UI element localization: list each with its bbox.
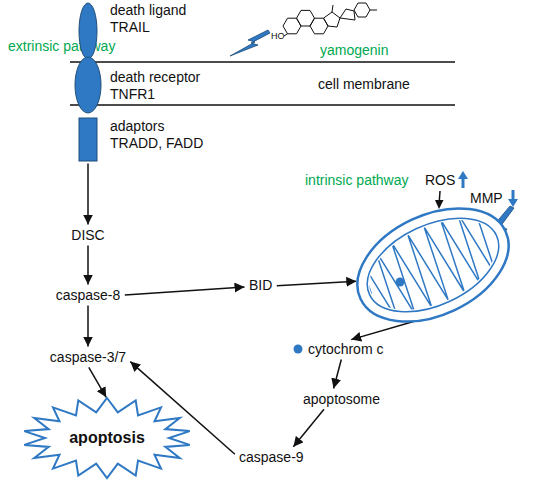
- node-text: apoptosis: [69, 429, 145, 447]
- death-receptor-shape: [75, 57, 101, 113]
- node-text: caspase-9: [239, 449, 304, 465]
- node-text: death ligand TRAIL: [110, 2, 194, 36]
- node-text: DISC: [71, 227, 104, 243]
- node-text: caspase-3/7: [50, 349, 126, 365]
- node-text: BID: [249, 277, 272, 293]
- process-label: cytochrom c: [305, 340, 386, 358]
- apoptosis-burst: apoptosis: [22, 397, 192, 479]
- node-text: cytochrom c: [308, 341, 383, 357]
- node-text: caspase-8: [56, 287, 121, 303]
- compound-name: yamogenin: [320, 42, 389, 58]
- membrane-line: [70, 61, 455, 63]
- process-label: caspase-3/7: [47, 348, 129, 366]
- process-label: DISC: [68, 226, 107, 244]
- death-receptor-shape: [74, 56, 102, 114]
- node-text: adaptors TRADD, FADD: [110, 118, 210, 152]
- mitochondrion-shape: [345, 195, 520, 330]
- flow-arrow: [351, 322, 413, 340]
- process-label: caspase-8: [53, 286, 124, 304]
- mmp-label: MMP: [470, 190, 503, 206]
- mitochondrion-outline: [339, 186, 526, 344]
- flow-arrow: [125, 287, 245, 295]
- process-label: caspase-9: [236, 448, 307, 466]
- adaptor-protein-shape: [79, 118, 97, 161]
- yamogenin-structure: [283, 3, 377, 36]
- starburst: [24, 398, 189, 478]
- death-ligand-shape: [79, 3, 97, 59]
- membrane-line: [70, 104, 455, 106]
- cristae: [355, 204, 505, 328]
- outer-membrane: [339, 186, 526, 344]
- flow-arrow: [87, 164, 89, 225]
- process-label: BID: [246, 276, 275, 294]
- flow-arrow: [334, 360, 342, 389]
- ros-arrow: [435, 191, 444, 209]
- increase-arrow: [458, 171, 468, 188]
- lightning-bolt: [230, 30, 270, 56]
- process-label: apoptosome: [300, 390, 383, 408]
- cytochrome-dot: [396, 278, 405, 287]
- decrease-arrow: [508, 190, 518, 207]
- pathway-title: extrinsic pathway: [8, 38, 115, 54]
- membrane-label: cell membrane: [318, 76, 410, 92]
- flow-arrow: [277, 281, 357, 286]
- mitochondrion: intrinsic pathway: [345, 195, 520, 330]
- ros-label: ROS: [425, 172, 455, 188]
- atom-label: HO: [271, 31, 285, 41]
- node-text: intrinsic pathway: [305, 172, 409, 189]
- flow-arrow: [87, 306, 89, 347]
- flow-arrow: [87, 246, 89, 285]
- flow-arrow: [89, 367, 106, 397]
- death-ligand-shape: [78, 2, 98, 60]
- node-text: apoptosome: [303, 391, 380, 407]
- adaptor-protein-shape: [78, 117, 98, 162]
- node-text: death receptor TNFR1: [110, 69, 206, 103]
- inner-membrane: [353, 199, 514, 331]
- cytochrome-dot: [294, 345, 303, 354]
- adaptor-protein: adaptors TRADD, FADD: [78, 117, 98, 162]
- death-receptor: death receptor TNFR1: [74, 56, 102, 114]
- death-ligand: death ligand TRAIL: [78, 2, 98, 60]
- flow-arrow: [293, 409, 324, 447]
